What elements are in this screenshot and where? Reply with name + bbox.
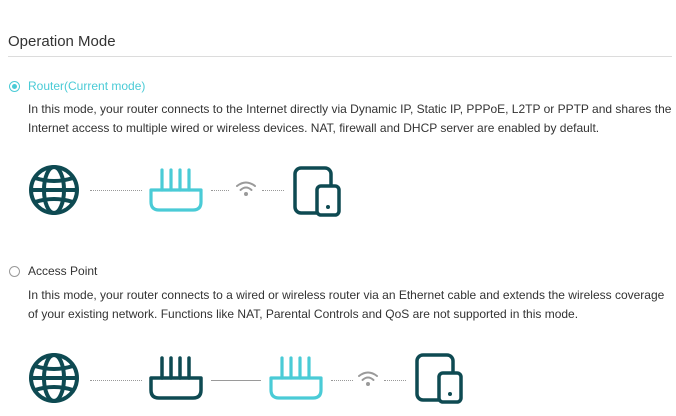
access-point-label[interactable]: Access Point	[28, 264, 98, 278]
device-icon	[415, 353, 463, 404]
section-title: Operation Mode	[8, 33, 116, 50]
router-mode-description-line-2: Internet access to multiple wired or wir…	[28, 121, 600, 135]
connection-dots	[262, 190, 284, 191]
connection-dots	[211, 190, 229, 191]
connection-dots	[331, 380, 353, 381]
router-mode-label[interactable]: Router(Current mode)	[28, 79, 146, 93]
connection-dots	[384, 380, 406, 381]
main-router-icon	[149, 356, 203, 400]
connection-dots	[90, 380, 142, 381]
access-point-description: In this mode, your router connects to a …	[28, 286, 674, 324]
device-icon	[293, 166, 341, 217]
ethernet-cable-line	[211, 380, 261, 381]
router-mode-description: In this mode, your router connects to th…	[28, 100, 674, 138]
wifi-icon	[236, 181, 256, 196]
globe-icon	[29, 165, 79, 215]
access-point-description-line-2: of your existing network. Functions like…	[28, 307, 579, 321]
wifi-icon	[358, 371, 378, 386]
section-divider	[8, 56, 672, 57]
access-point-description-line-1: In this mode, your router connects to a …	[28, 288, 665, 302]
access-point-radio[interactable]	[9, 266, 20, 277]
router-mode-description-line-1: In this mode, your router connects to th…	[28, 102, 672, 116]
globe-icon	[29, 353, 79, 403]
router-icon	[149, 168, 203, 212]
router-mode-radio[interactable]	[9, 81, 20, 92]
connection-dots	[90, 190, 142, 191]
router-icon	[269, 356, 323, 400]
